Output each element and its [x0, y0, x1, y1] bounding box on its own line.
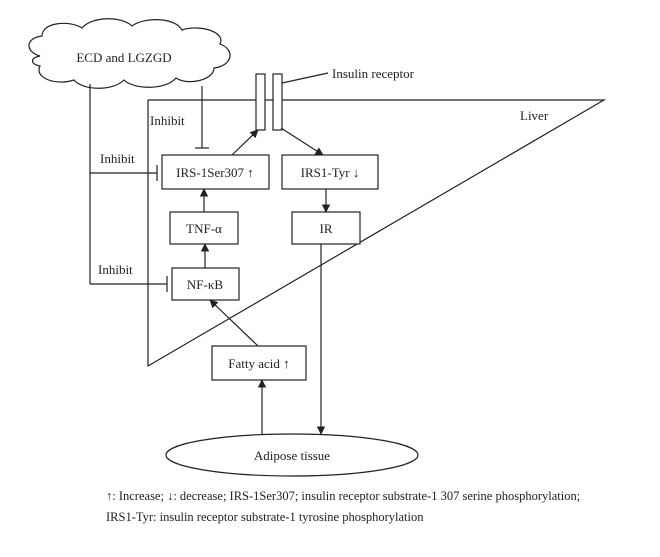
irs1-ser307-label: IRS-1Ser307 ↑ — [176, 165, 254, 180]
receptor-bar-right — [272, 73, 283, 131]
cloud-label: ECD and LGZGD — [76, 50, 171, 65]
nf-kb-label: NF-κB — [187, 277, 223, 292]
inhibit-label-mid: Inhibit — [100, 151, 135, 166]
liver-region-outline — [147, 99, 607, 368]
ir-box — [291, 211, 361, 245]
adipose-tissue-label: Adipose tissue — [254, 448, 330, 463]
ecd-lgzgd-cloud — [28, 18, 231, 89]
arrow-fatty-acid-to-nfkb — [209, 299, 259, 347]
arrow-irs1ser-to-receptor — [231, 129, 259, 156]
footnote-line-1: ↑: Increase; ↓: decrease; IRS-1Ser307; i… — [106, 489, 581, 503]
arrow-receptor-to-irs1tyr — [280, 127, 324, 156]
irs1-tyr-box — [281, 154, 379, 190]
receptor-bar-left — [255, 73, 266, 131]
inhibit-label-top: Inhibit — [150, 113, 185, 128]
irs1-tyr-label: IRS1-Tyr ↓ — [301, 165, 360, 180]
footnote: ↑: Increase; ↓: decrease; IRS-1Ser307; i… — [106, 486, 656, 528]
liver-label: Liver — [520, 108, 549, 123]
ir-label: IR — [320, 221, 333, 236]
adipose-tissue-ellipse — [165, 433, 419, 477]
irs1-ser307-box — [161, 154, 270, 190]
tnf-alpha-box — [169, 211, 239, 245]
receptor-label-pointer — [281, 72, 329, 84]
footnote-line-2: IRS1-Tyr: insulin receptor substrate-1 t… — [106, 510, 424, 524]
receptor-label: Insulin receptor — [332, 66, 415, 81]
inhibit-label-low: Inhibit — [98, 262, 133, 277]
fatty-acid-label: Fatty acid ↑ — [228, 356, 289, 371]
tnf-alpha-label: TNF-α — [186, 221, 222, 236]
